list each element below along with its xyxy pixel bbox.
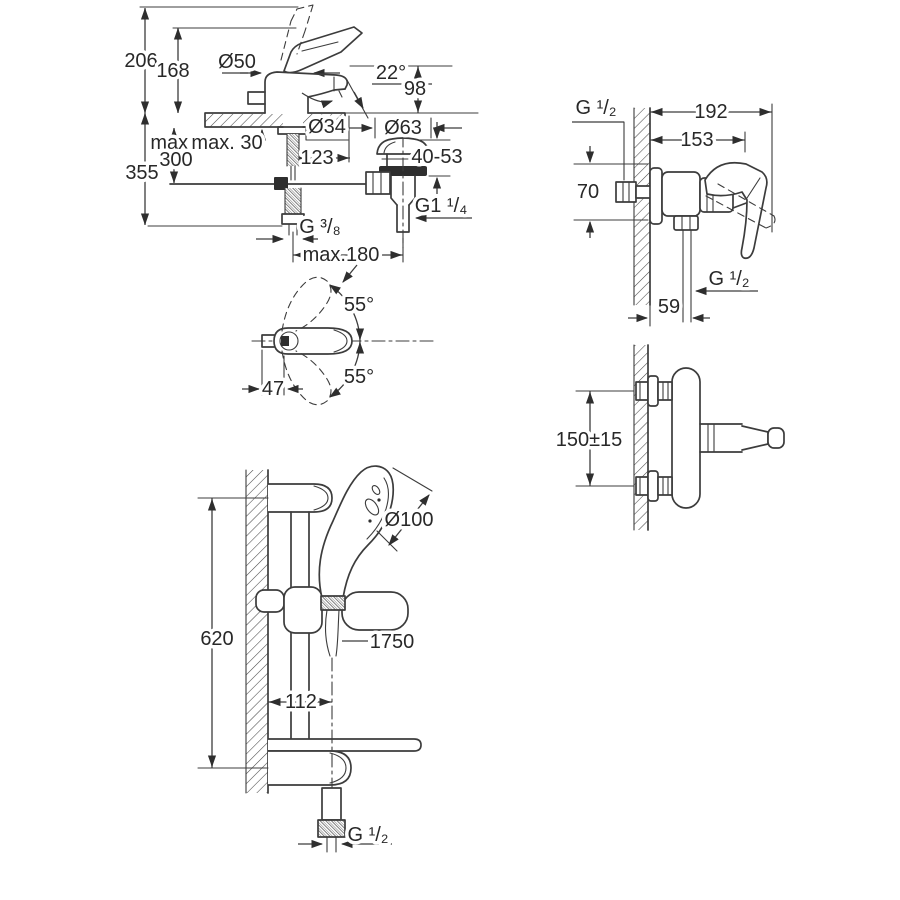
dim-swivel-down: 55°	[344, 366, 374, 388]
dim-spout-projection: 123	[300, 147, 333, 169]
view-direction-arrow	[342, 264, 358, 283]
basin-mixer-side-view	[139, 4, 479, 283]
rail-top-bracket	[268, 483, 333, 513]
dim-install-height: 355	[125, 162, 158, 184]
dim-lever-height: 168	[156, 60, 189, 82]
dim-rod-max-value: 300	[159, 149, 192, 171]
basin-underdeck-parts	[169, 126, 367, 236]
dim-hose-length: 1750	[370, 631, 415, 653]
dim-head-diameter: Ø100	[385, 509, 434, 531]
dimension-labels: 206 168 Ø50 22° 98 max. max. 30 300 355 …	[121, 47, 753, 850]
shower-hose	[682, 229, 692, 323]
basin-dimension-lines	[140, 7, 472, 283]
dim-waste-thread: G1 ¹/₄	[415, 195, 468, 217]
dim-supply-thread: G ³/₈	[299, 216, 341, 238]
dim-outlet-offset: 59	[658, 296, 680, 318]
mixer-lever	[704, 161, 768, 260]
wall-hatch	[634, 108, 650, 305]
escutcheon	[649, 167, 663, 225]
dim-wall-clearance: 112	[285, 691, 317, 713]
dim-bar-length: 620	[200, 628, 233, 650]
basin-mixer-top-view	[242, 276, 435, 406]
dim-body-depth: 153	[680, 129, 713, 151]
lever-raised-position	[280, 4, 314, 61]
handle-top-view	[273, 327, 353, 355]
dim-union-height: 70	[577, 181, 599, 203]
dim-swivel-up: 55°	[344, 294, 374, 316]
hand-shower-hose	[325, 609, 340, 657]
holder-cradle	[341, 591, 409, 631]
mounting-union-upper	[635, 375, 673, 407]
basin-faucet-body	[247, 4, 363, 114]
hose-end-fitting	[317, 787, 346, 853]
wall-hatch-top	[634, 345, 648, 530]
mixer-body	[661, 171, 701, 217]
dim-overall-depth: 192	[694, 101, 727, 123]
shower-rail-set-view	[197, 465, 433, 853]
dim-waste-diameter: Ø63	[384, 117, 422, 139]
mounting-union-lower	[635, 470, 673, 502]
waste-knob	[365, 171, 391, 195]
rail-bottom-plate	[268, 738, 422, 752]
shower-mixer-side-view	[572, 103, 776, 327]
dim-waste-adjustment: 40-53	[411, 146, 462, 168]
dim-overall-height: 206	[124, 50, 157, 72]
supply-hose-nut	[281, 213, 305, 225]
handle-swivel-up	[281, 276, 332, 332]
dim-spout-angle: 22°	[376, 62, 406, 84]
cartridge-top-view	[699, 423, 785, 453]
dim-rod-max-prefix: max.	[150, 132, 193, 154]
dim-hose-thread: G ¹/₂	[347, 824, 388, 846]
dim-inlet-thread: G ¹/₂	[575, 97, 616, 119]
outlet-nut	[673, 215, 699, 231]
dim-union-spacing: 150±15	[556, 429, 623, 451]
handle-swivel-down	[281, 350, 332, 406]
dim-base-diameter: Ø50	[218, 51, 256, 73]
slider-clamp-knob	[255, 589, 285, 613]
lever-handle	[283, 26, 363, 74]
basin-extension-lines	[139, 6, 479, 263]
dim-outlet-thread: G ¹/₂	[708, 268, 749, 290]
dim-hole-diameter: Ø34	[308, 116, 346, 138]
inlet-union-nut	[615, 181, 637, 203]
mixer-body-top	[671, 367, 701, 509]
hand-shower	[318, 465, 395, 611]
pop-up-waste	[365, 133, 430, 249]
dim-handle-offset: 47	[262, 378, 284, 400]
shower-mixer-top-view	[575, 344, 785, 531]
slider-holder	[283, 586, 323, 634]
wall-hatch-rail	[246, 470, 268, 793]
dim-outlet-height: 98	[404, 78, 426, 100]
rail-bottom-bracket	[268, 750, 352, 786]
basin-countertop	[204, 112, 346, 128]
dim-center-offset: max.180	[303, 244, 380, 266]
mixer-lever-alt-position	[705, 183, 776, 229]
dim-deck-thickness: max. 30	[191, 132, 262, 154]
